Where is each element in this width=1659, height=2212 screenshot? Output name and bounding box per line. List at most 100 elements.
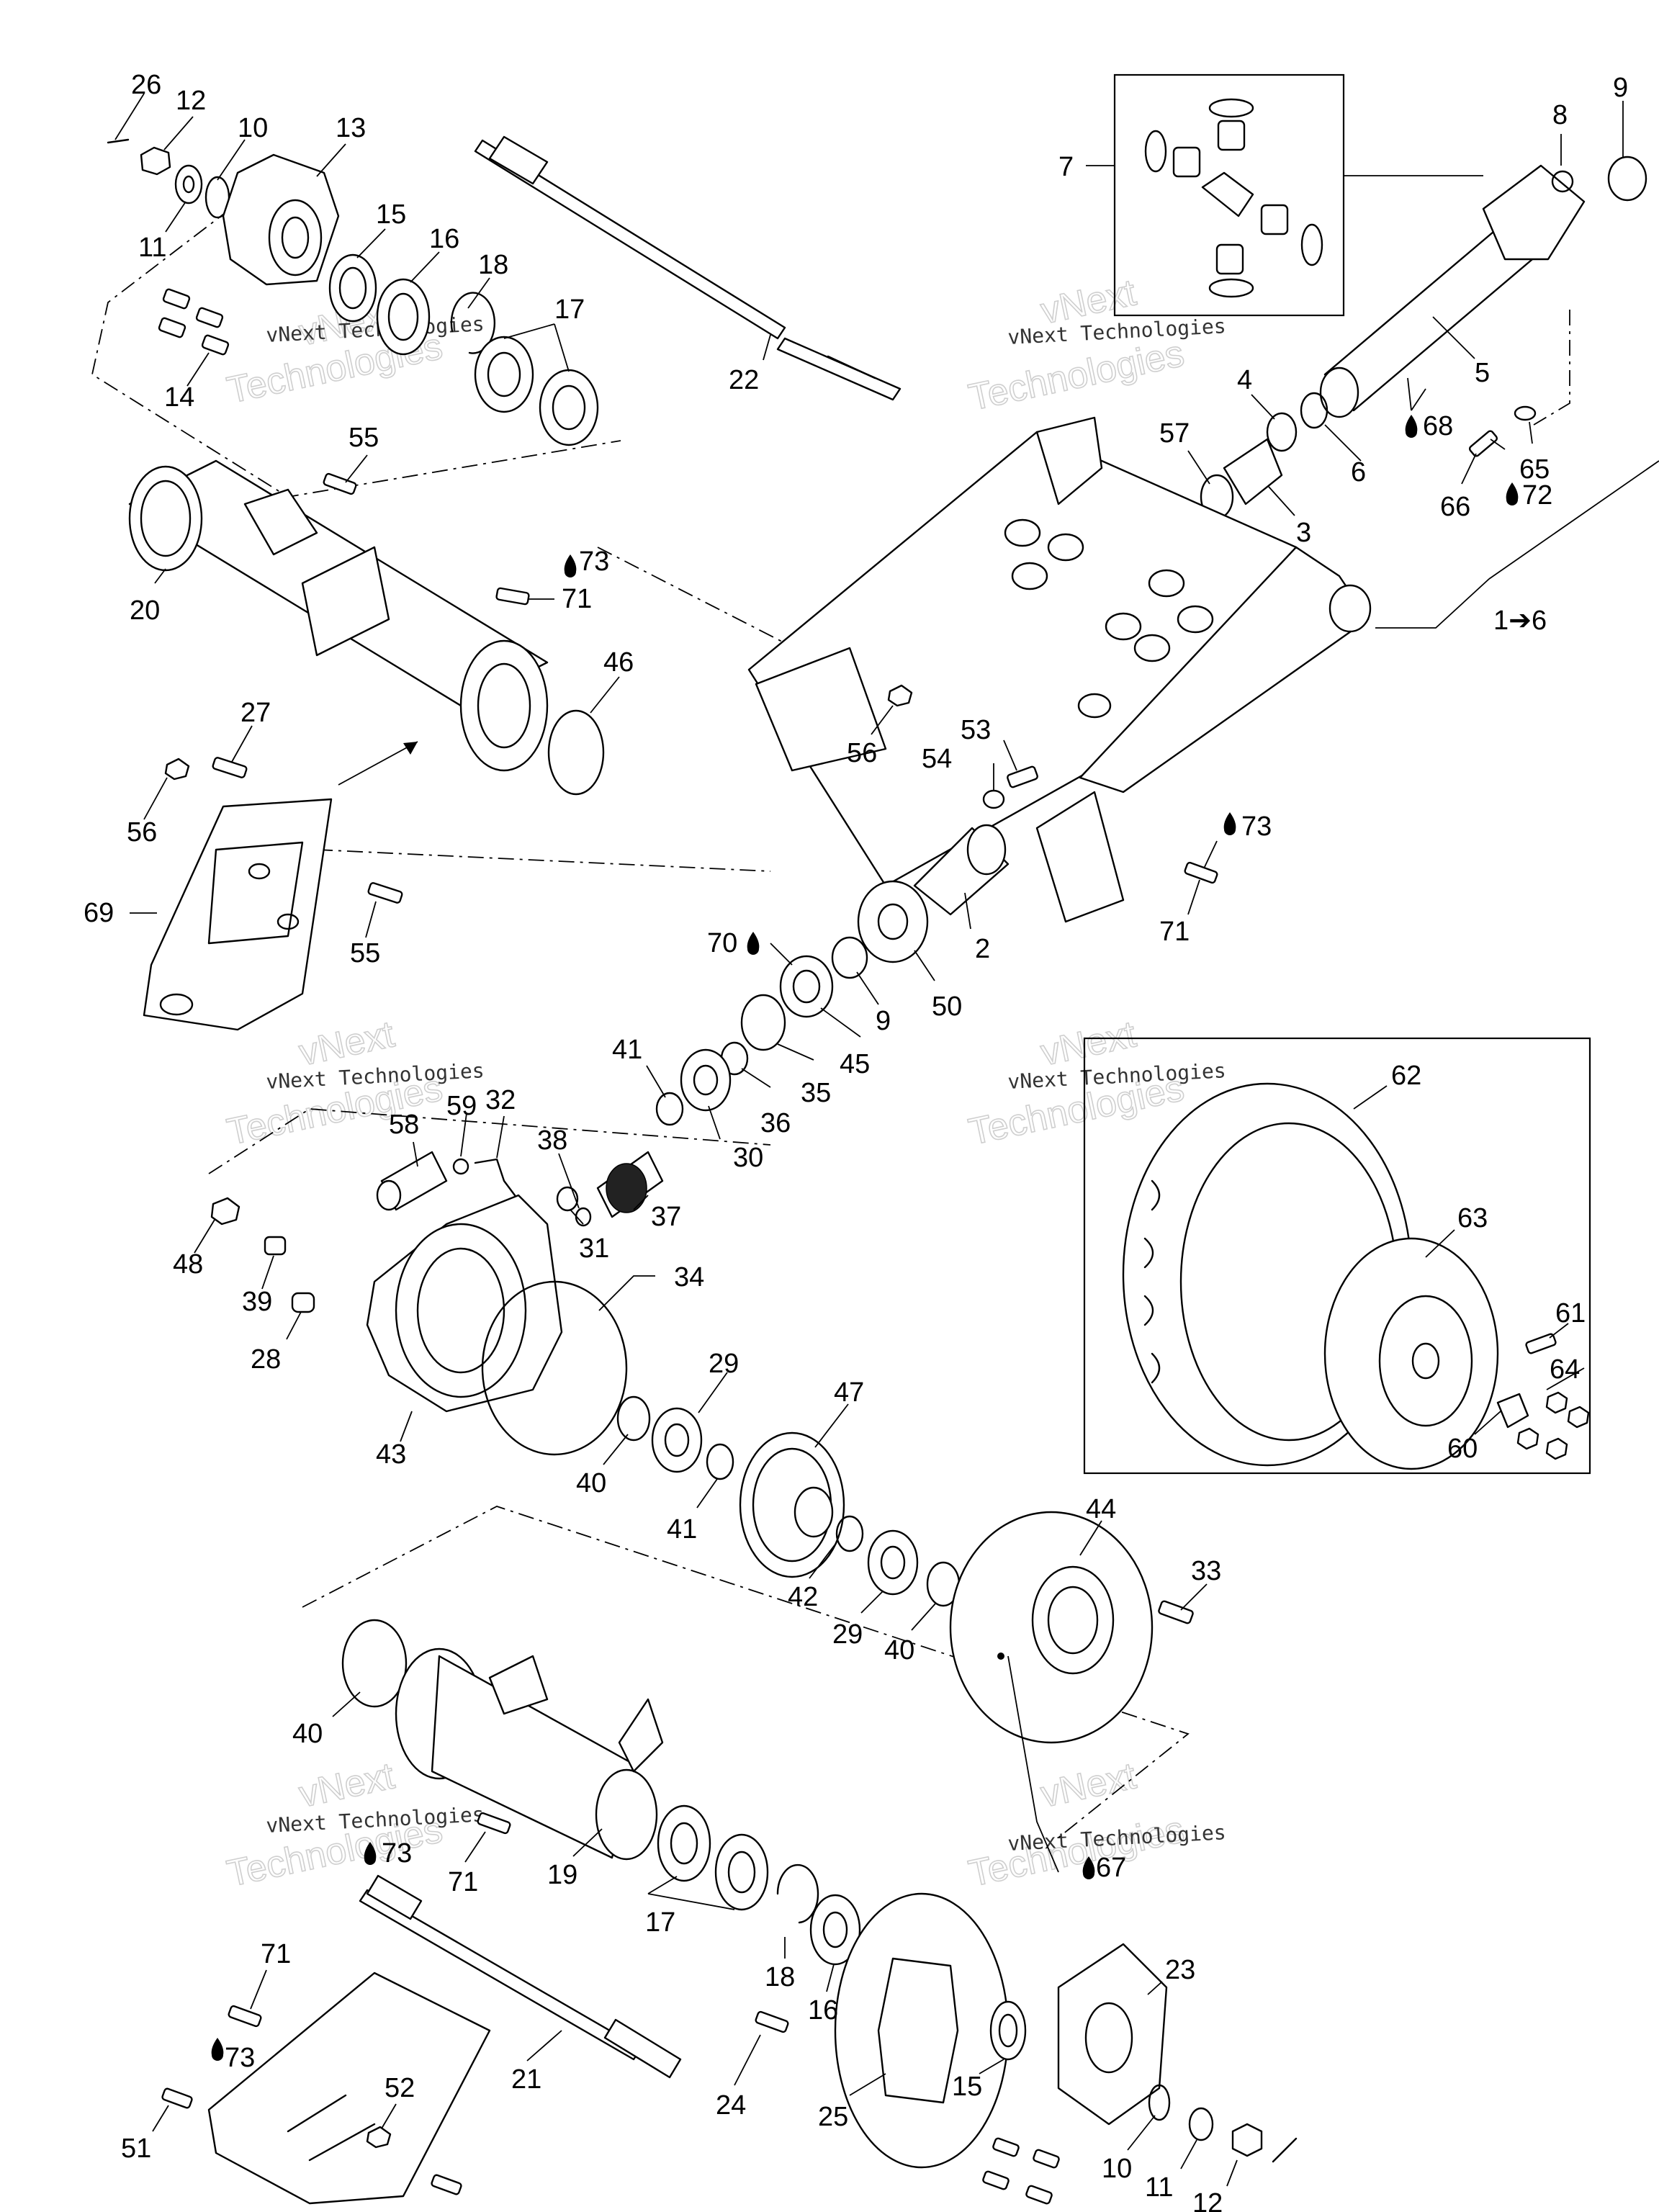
callout-15-lower: 15	[952, 2072, 982, 2102]
drop-icon	[747, 932, 760, 955]
seal-45	[779, 955, 834, 1018]
callout-67: 67	[1096, 1853, 1126, 1883]
callout-26: 26	[131, 70, 161, 100]
bolt-33	[1158, 1600, 1194, 1624]
assembly-arrow	[403, 742, 418, 755]
drop-icon	[564, 554, 577, 577]
callout-17: 17	[554, 295, 585, 325]
callout-41-lower: 41	[667, 1514, 697, 1545]
drop-icon	[364, 1842, 377, 1865]
ring-gear-47	[739, 1431, 845, 1578]
callout-41: 41	[612, 1035, 642, 1065]
callout-11: 11	[138, 233, 166, 263]
bearing-29a	[651, 1407, 703, 1473]
ring-6	[1300, 392, 1328, 429]
callout-22: 22	[729, 365, 759, 395]
callout-30: 30	[733, 1143, 763, 1173]
upper-hub-group	[107, 138, 599, 446]
cross-spider	[1201, 171, 1254, 217]
nut-56-left	[164, 757, 190, 781]
diff-input-outline	[208, 1108, 771, 1174]
washer-11	[174, 164, 203, 204]
callout-58: 58	[389, 1110, 419, 1140]
bolt-71-upper	[495, 587, 530, 606]
callout-12: 12	[176, 86, 206, 116]
o-ring-46	[547, 709, 605, 796]
callout-31: 31	[579, 1233, 609, 1264]
callout-16: 16	[429, 224, 459, 254]
castle-nut-12b	[1231, 2123, 1263, 2157]
cap-60	[1496, 1393, 1529, 1429]
callout-40-right: 40	[884, 1635, 914, 1665]
brake-disc-25	[755, 1892, 1027, 2169]
wheel-inset-frame	[1083, 1037, 1591, 1475]
callout-10: 10	[238, 113, 268, 143]
callout-56-right: 56	[847, 738, 877, 768]
callout-3: 3	[1296, 518, 1311, 548]
callout-35: 35	[801, 1078, 831, 1108]
circlip-18b	[776, 1863, 819, 1924]
callout-45: 45	[840, 1049, 870, 1079]
valve-61	[1525, 1333, 1557, 1354]
callout-12-lower: 12	[1192, 2188, 1223, 2212]
bolt-55-upper	[323, 472, 357, 495]
washer-50	[857, 880, 929, 963]
bearing-17c	[657, 1804, 711, 1882]
callout-5: 5	[1475, 358, 1490, 388]
washer-54	[982, 789, 1005, 809]
bolt-71-skid	[228, 2005, 262, 2028]
lower-axle-shaft-21	[359, 1874, 682, 2079]
lubricant-drop-icons	[211, 415, 1519, 2061]
callout-34: 34	[674, 1262, 704, 1292]
callout-29: 29	[709, 1349, 739, 1379]
callout-2: 2	[975, 934, 990, 964]
lug-nut-64d	[1545, 1437, 1568, 1460]
seal-40a	[616, 1395, 651, 1442]
lug-nut-64c	[1516, 1427, 1539, 1450]
skid-plate	[161, 1972, 491, 2205]
callout-19: 19	[547, 1860, 577, 1890]
tube-flange	[459, 639, 549, 772]
bolt-71-right	[1184, 861, 1218, 884]
callout-54: 54	[922, 744, 952, 774]
callout-71: 71	[562, 584, 592, 614]
callout-21: 21	[511, 2064, 541, 2095]
callout-63: 63	[1457, 1203, 1488, 1233]
callout-57: 57	[1159, 418, 1190, 449]
callout-71-skid: 71	[261, 1939, 291, 1969]
plug-28	[291, 1292, 315, 1313]
vent-parts	[210, 1151, 516, 1313]
callout-18: 18	[478, 250, 508, 280]
callout-51: 51	[121, 2134, 151, 2164]
callout-6: 6	[1351, 457, 1366, 487]
drop-icon	[1405, 415, 1418, 438]
pinion-gear-37	[556, 1151, 664, 1227]
callout-73: 73	[579, 547, 609, 577]
drive-shaft-5	[1200, 156, 1647, 520]
callout-8: 8	[1552, 100, 1568, 130]
callout-69: 69	[84, 898, 114, 928]
callout-9: 9	[1613, 73, 1628, 103]
bolt-27	[212, 757, 248, 778]
universal-joint-inset-frame	[1113, 73, 1345, 317]
watermark-2: vNext Technologies vNext Technologies	[965, 271, 1227, 419]
callout-15: 15	[376, 199, 406, 230]
callout-17-lower: 17	[645, 1907, 675, 1938]
bolt-53	[1007, 765, 1038, 788]
housing-to-swingarm-outline	[597, 547, 908, 706]
callout-73-lower: 73	[382, 1838, 412, 1869]
watermark-text: vNext	[295, 1755, 398, 1815]
callout-4: 4	[1237, 365, 1252, 395]
washer-65	[1514, 405, 1537, 421]
bolt-51	[161, 2087, 193, 2109]
cap-9	[1607, 156, 1647, 202]
callout-59: 59	[446, 1091, 477, 1121]
castle-nut-12	[140, 146, 171, 176]
callout-25: 25	[818, 2102, 848, 2132]
callout-43: 43	[376, 1439, 406, 1470]
ring-38	[575, 1207, 592, 1227]
callout-24: 24	[716, 2090, 746, 2121]
clamp-59	[452, 1158, 469, 1175]
callout-40: 40	[576, 1468, 606, 1498]
